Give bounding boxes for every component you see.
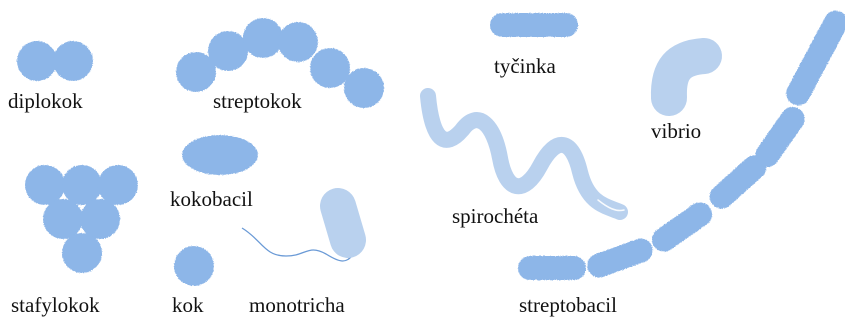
streptokok-shape bbox=[176, 18, 384, 108]
spirocheta-shape bbox=[420, 88, 628, 220]
label-kokobacil: kokobacil bbox=[170, 187, 253, 211]
label-streptobacil: streptobacil bbox=[519, 293, 617, 317]
label-monotricha: monotricha bbox=[249, 293, 345, 317]
tycinka-shape bbox=[490, 13, 578, 37]
streptobacil-shape bbox=[518, 10, 845, 280]
kok-shape bbox=[174, 246, 214, 286]
label-spirocheta: spirochéta bbox=[452, 204, 539, 228]
monotricha-shape bbox=[241, 188, 366, 262]
label-diplokok: diplokok bbox=[8, 89, 83, 113]
label-tycinka: tyčinka bbox=[494, 54, 556, 78]
vibrio-shape bbox=[650, 38, 722, 116]
label-kok: kok bbox=[172, 293, 204, 317]
label-stafylokok: stafylokok bbox=[11, 293, 100, 317]
kokobacil-shape bbox=[182, 135, 258, 175]
diplokok-shape bbox=[17, 41, 93, 81]
label-vibrio: vibrio bbox=[651, 119, 701, 143]
label-streptokok: streptokok bbox=[213, 89, 302, 113]
stafylokok-shape bbox=[25, 165, 138, 273]
